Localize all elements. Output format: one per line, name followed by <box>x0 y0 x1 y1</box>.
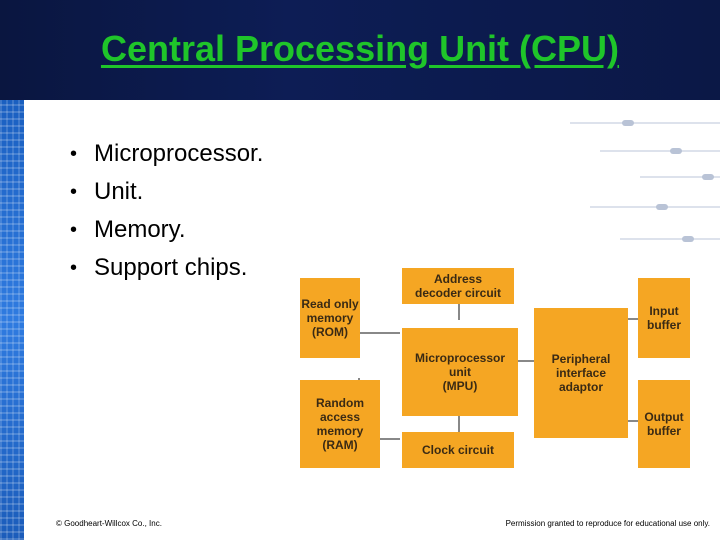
bullet-item: Support chips. <box>70 252 263 290</box>
copyright-footer: © Goodheart-Willcox Co., Inc. <box>56 519 162 528</box>
slide-title: Central Processing Unit (CPU) <box>100 28 620 69</box>
title-band <box>0 0 720 100</box>
cpu-block-diagram: Read only memory (ROM) Random access mem… <box>300 268 690 470</box>
input-buffer-block: Input buffer <box>638 278 690 358</box>
side-pattern-band <box>0 100 24 540</box>
permission-footer: Permission granted to reproduce for educ… <box>505 519 710 528</box>
clock-circuit-block: Clock circuit <box>402 432 514 468</box>
output-buffer-block: Output buffer <box>638 380 690 468</box>
bullet-list: Microprocessor. Unit. Memory. Support ch… <box>70 138 263 290</box>
connector-line <box>360 332 400 334</box>
peripheral-interface-block: Peripheral interface adaptor <box>534 308 628 438</box>
mpu-block: Microprocessor unit (MPU) <box>402 328 518 416</box>
connector-line <box>628 420 638 422</box>
bullet-item: Unit. <box>70 176 263 214</box>
connector-line <box>458 416 460 432</box>
rom-block: Read only memory (ROM) <box>300 278 360 358</box>
connector-line <box>628 318 638 320</box>
connector-line <box>518 360 534 362</box>
address-decoder-block: Address decoder circuit <box>402 268 514 304</box>
connector-line <box>458 304 460 320</box>
ram-block: Random access memory (RAM) <box>300 380 380 468</box>
bullet-item: Microprocessor. <box>70 138 263 176</box>
bullet-item: Memory. <box>70 214 263 252</box>
decorative-circuit-lines <box>560 108 720 258</box>
connector-line <box>360 438 400 440</box>
